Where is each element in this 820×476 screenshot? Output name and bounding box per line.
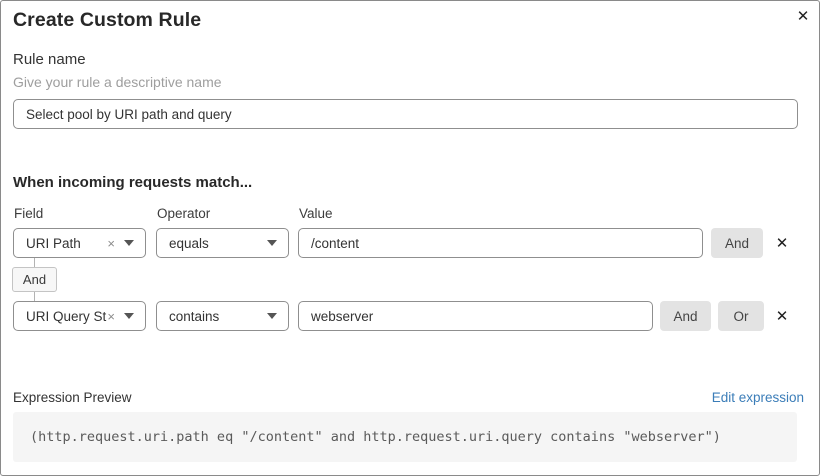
- rule-name-input[interactable]: [13, 99, 798, 129]
- chevron-down-icon: [267, 313, 277, 319]
- value-input[interactable]: [298, 228, 703, 258]
- value-column-label: Value: [299, 206, 333, 221]
- rule-name-helper: Give your rule a descriptive name: [13, 74, 222, 90]
- expression-preview-label: Expression Preview: [13, 390, 132, 405]
- value-input[interactable]: [298, 301, 653, 331]
- dialog-title: Create Custom Rule: [13, 9, 202, 31]
- expression-preview-code: (http.request.uri.path eq "/content" and…: [13, 412, 797, 462]
- operator-select-value: contains: [169, 308, 220, 324]
- chevron-down-icon: [267, 240, 277, 246]
- field-column-label: Field: [14, 206, 44, 221]
- operator-select-value: equals: [169, 235, 209, 251]
- field-select-value: URI Path: [26, 235, 81, 251]
- and-button[interactable]: And: [660, 301, 711, 331]
- clear-field-icon[interactable]: ×: [107, 308, 115, 324]
- rule-name-label: Rule name: [13, 51, 86, 68]
- clear-field-icon[interactable]: ×: [107, 235, 115, 251]
- expression-text: (http.request.uri.path eq "/content" and…: [30, 429, 721, 445]
- field-select[interactable]: URI Path ×: [13, 228, 146, 258]
- operator-column-label: Operator: [157, 206, 211, 221]
- field-select[interactable]: URI Query St... ×: [13, 301, 146, 331]
- connector-line: [34, 292, 35, 302]
- operator-select[interactable]: contains: [156, 301, 289, 331]
- operator-select[interactable]: equals: [156, 228, 289, 258]
- match-heading: When incoming requests match...: [13, 174, 253, 191]
- delete-row-icon[interactable]: ✕: [770, 301, 794, 331]
- chevron-down-icon: [124, 240, 134, 246]
- edit-expression-link[interactable]: Edit expression: [711, 390, 804, 405]
- or-button[interactable]: Or: [718, 301, 764, 331]
- chevron-down-icon: [124, 313, 134, 319]
- field-select-value: URI Query St...: [26, 308, 107, 324]
- and-button[interactable]: And: [711, 228, 763, 258]
- close-icon[interactable]: ✕: [790, 4, 816, 30]
- delete-row-icon[interactable]: ✕: [770, 228, 794, 258]
- connector-line: [34, 258, 35, 268]
- connector-and-badge: And: [12, 267, 57, 292]
